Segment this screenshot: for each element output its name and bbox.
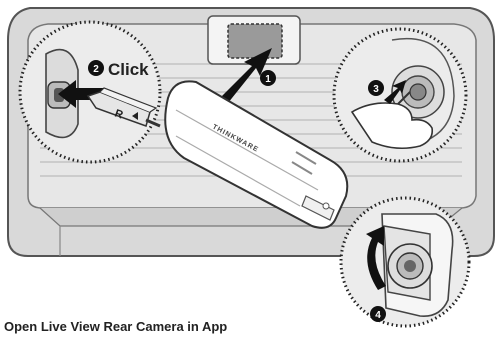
caption-text: Open Live View Rear Camera in App [4, 319, 502, 341]
step-1-number: 1 [265, 74, 271, 85]
step-3-badge: 3 [368, 80, 384, 96]
step-3-number: 3 [373, 84, 379, 95]
step-1-badge: 1 [260, 70, 276, 86]
step-2-number: 2 [93, 64, 99, 75]
click-label: Click [108, 60, 149, 79]
mount-bracket [208, 16, 300, 64]
step-2-badge: 2 [88, 60, 104, 76]
callout-cable-connection: R 2 Click [20, 22, 160, 162]
callout-button-press: 3 [334, 29, 466, 161]
callout-rotate-camera: 4 [341, 198, 469, 326]
